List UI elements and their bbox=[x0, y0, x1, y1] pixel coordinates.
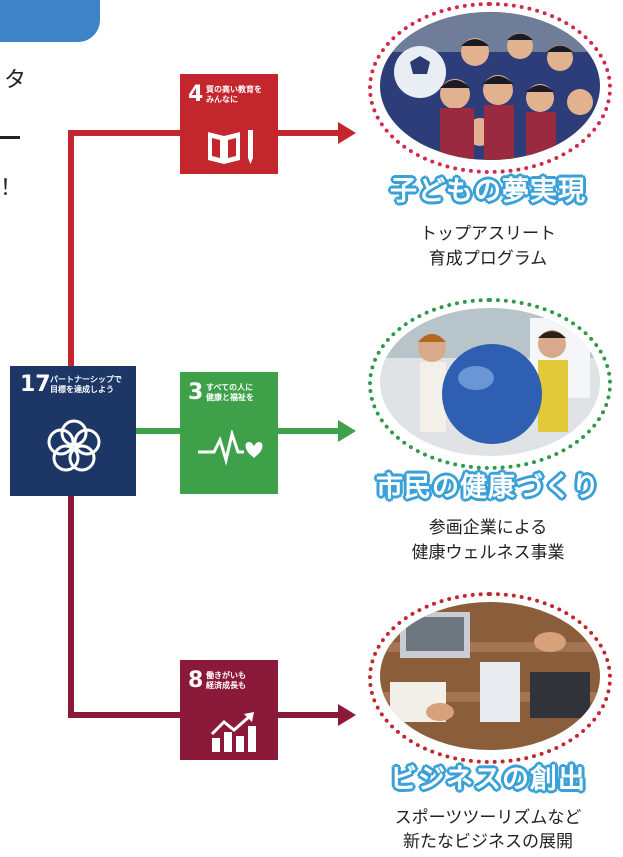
branch-heading-business: ビジネスの創出 bbox=[390, 764, 586, 795]
sdg8-tile: 8 働きがいも 経済成長も bbox=[180, 660, 278, 760]
sdg8-number: 8 bbox=[188, 668, 204, 693]
branch-heading-health: 市民の健康づくり bbox=[376, 472, 600, 503]
sdg3-number: 3 bbox=[188, 380, 204, 405]
cropped-dash bbox=[0, 136, 20, 139]
sdg3-title: すべての人に 健康と福祉を bbox=[206, 383, 254, 402]
fitness-ball-photo bbox=[380, 308, 600, 456]
book-pencil-icon bbox=[208, 130, 253, 164]
sdg4-number: 4 bbox=[188, 82, 204, 107]
business-desk-photo bbox=[380, 602, 600, 750]
sdg8-title: 働きがいも 経済成長も bbox=[206, 671, 246, 690]
connector-maroon-horizontal bbox=[68, 712, 180, 718]
arrow-green-icon bbox=[338, 420, 356, 442]
connector-green-arrow-shaft bbox=[278, 428, 340, 434]
connector-red-horizontal bbox=[68, 130, 180, 136]
sdg17-tile: 17 パートナーシップで 目標を達成しよう bbox=[10, 366, 136, 496]
branch-caption-line1: トップアスリート bbox=[420, 224, 556, 244]
sdg3-tile: 3 すべての人に 健康と福祉を bbox=[180, 372, 278, 494]
branch-caption-line2: 新たなビジネスの展開 bbox=[403, 832, 573, 852]
connector-maroon-arrow-shaft bbox=[278, 712, 340, 718]
soccer-kids-photo bbox=[380, 12, 600, 160]
sdg4-title: 質の高い教育を みんなに bbox=[206, 85, 262, 104]
connector-red-arrow-shaft bbox=[278, 130, 340, 136]
sdg17-title: パートナーシップで 目標を達成しよう bbox=[50, 375, 122, 394]
connector-green-left bbox=[136, 428, 180, 434]
heartbeat-icon bbox=[198, 430, 263, 466]
branch-caption-line2: 健康ウェルネス事業 bbox=[411, 543, 565, 563]
branch-caption-line2: 育成プログラム bbox=[428, 249, 548, 269]
cropped-text-char: タ bbox=[4, 68, 27, 93]
branch-caption-line1: 参画企業による bbox=[428, 518, 548, 538]
flower-rings-icon bbox=[47, 419, 101, 472]
branch-caption-line1: スポーツツーリズムなど bbox=[394, 808, 582, 828]
cropped-header-tab bbox=[0, 0, 100, 42]
arrow-maroon-icon bbox=[338, 704, 356, 726]
growth-chart-icon bbox=[210, 712, 256, 752]
arrow-red-icon bbox=[338, 122, 356, 144]
connector-red-vertical bbox=[68, 130, 74, 366]
photo-ring-green bbox=[368, 298, 612, 470]
photo-ring-red bbox=[368, 2, 612, 174]
sdg17-number: 17 bbox=[20, 372, 51, 397]
connector-maroon-vertical bbox=[68, 496, 74, 718]
sdg4-tile: 4 質の高い教育を みんなに bbox=[180, 74, 278, 174]
photo-ring-red bbox=[368, 592, 612, 764]
cropped-text-char: ！ bbox=[0, 176, 23, 201]
branch-heading-dreams: 子どもの夢実現 bbox=[390, 176, 586, 207]
